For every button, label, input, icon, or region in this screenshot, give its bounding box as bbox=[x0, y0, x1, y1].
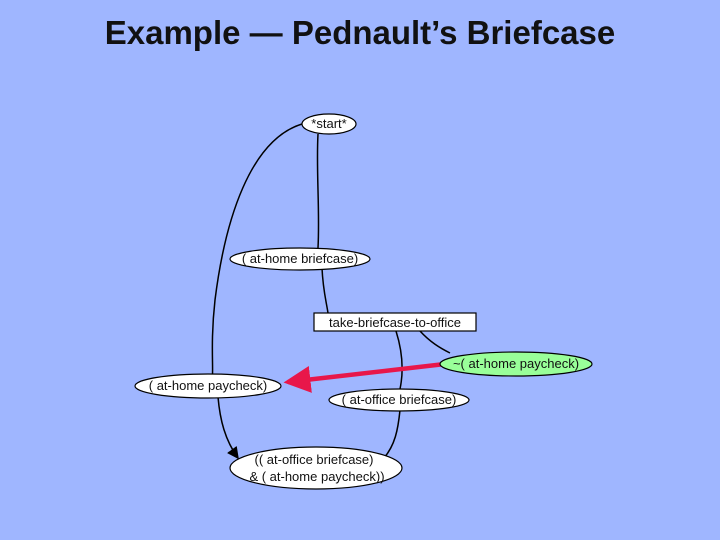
node-goal-label-line2: & ( at-home paycheck)) bbox=[249, 469, 384, 484]
node-goal-label-line1: (( at-office briefcase) bbox=[255, 452, 374, 467]
node-at-office-briefcase-label: ( at-office briefcase) bbox=[342, 392, 457, 407]
node-at-home-briefcase[interactable]: ( at-home briefcase) bbox=[229, 247, 371, 271]
node-start-label: *start* bbox=[311, 116, 346, 131]
node-at-home-briefcase-label: ( at-home briefcase) bbox=[242, 251, 358, 266]
node-take-briefcase-to-office[interactable]: take-briefcase-to-office bbox=[313, 312, 477, 332]
node-at-home-paycheck-label: ( at-home paycheck) bbox=[149, 378, 268, 393]
edge-start-to-at-home-paycheck bbox=[211, 123, 303, 383]
edge-action-to-not-at-home-paycheck bbox=[419, 330, 451, 354]
node-not-at-home-paycheck[interactable]: ~( at-home paycheck) bbox=[439, 351, 593, 377]
node-not-at-home-paycheck-label: ~( at-home paycheck) bbox=[453, 356, 579, 371]
edge-briefcase-to-action bbox=[321, 267, 329, 314]
node-at-office-briefcase[interactable]: ( at-office briefcase) bbox=[328, 388, 470, 412]
threat-arrow bbox=[283, 361, 446, 393]
edge-at-home-paycheck-to-goal bbox=[217, 396, 239, 460]
node-goal[interactable]: (( at-office briefcase) & ( at-home payc… bbox=[229, 446, 403, 490]
node-take-action-label: take-briefcase-to-office bbox=[329, 315, 461, 330]
node-start[interactable]: *start* bbox=[301, 113, 357, 135]
edge-start-to-at-home-briefcase bbox=[316, 133, 320, 249]
edge-at-office-briefcase-to-goal bbox=[383, 409, 401, 459]
edge-action-to-at-office-briefcase bbox=[395, 330, 403, 390]
slide-title: Example — Pednault’s Briefcase bbox=[104, 14, 616, 51]
node-at-home-paycheck[interactable]: ( at-home paycheck) bbox=[134, 373, 282, 399]
